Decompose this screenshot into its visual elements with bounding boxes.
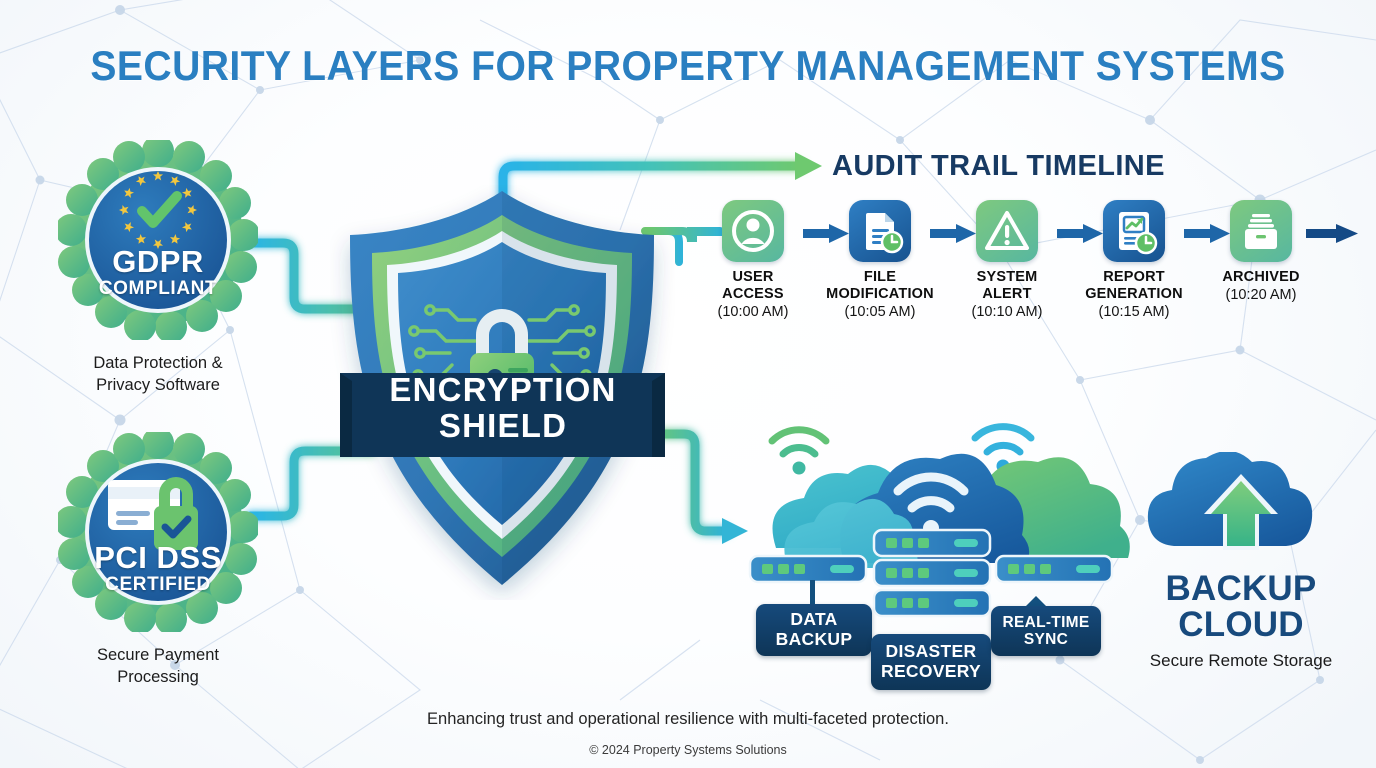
- cloud-upload-icon: [1147, 450, 1313, 550]
- audit-trail-timeline: USER ACCESS (10:00 AM): [706, 200, 1366, 350]
- timeline-step-report-generation[interactable]: REPORT GENERATION (10:15 AM): [1070, 200, 1198, 322]
- badge-pci: PCI DSS CERTIFIED Secure Payment Process…: [42, 427, 274, 688]
- timeline-step-report-generation-label: REPORT GENERATION: [1085, 269, 1183, 303]
- badge-gdpr: GDPR COMPLIANT Data Protection & Privacy…: [42, 135, 274, 396]
- badge-pci-caption: Secure Payment Processing: [42, 644, 274, 688]
- timeline-step-file-modification-time: (10:05 AM): [844, 304, 916, 321]
- chip-real-time-sync[interactable]: REAL-TIME SYNC: [991, 606, 1101, 656]
- badge-pci-caption-line2: Processing: [117, 668, 199, 687]
- audit-trail-heading: AUDIT TRAIL TIMELINE: [832, 150, 1165, 182]
- badge-gdpr-caption: Data Protection & Privacy Software: [42, 352, 274, 396]
- warning-triangle-icon: [976, 200, 1038, 262]
- timeline-step-system-alert[interactable]: SYSTEM ALERT (10:10 AM): [943, 200, 1071, 322]
- eu-stars: [119, 171, 197, 249]
- cloud-infrastructure-group: DATA BACKUP DISASTER RECOVERY REAL-TIME …: [726, 408, 1146, 698]
- timeline-step-user-access-label: USER ACCESS: [722, 269, 784, 303]
- server-rack-center: [872, 528, 992, 618]
- archive-box-icon: [1230, 200, 1292, 262]
- document-clock-icon: [849, 200, 911, 262]
- badge-pci-caption-line1: Secure Payment: [97, 646, 219, 664]
- backup-cloud-subtitle: Secure Remote Storage: [1149, 651, 1333, 671]
- timeline-step-system-alert-time: (10:10 AM): [971, 304, 1043, 321]
- encryption-shield: ENCRYPTION SHIELD: [330, 185, 675, 600]
- tagline: Enhancing trust and operational resilien…: [427, 710, 949, 728]
- badge-gdpr-caption-line1: Data Protection &: [93, 354, 223, 372]
- timeline-step-user-access-time: (10:00 AM): [717, 304, 789, 321]
- timeline-step-system-alert-label: SYSTEM ALERT: [976, 269, 1038, 303]
- timeline-step-report-generation-time: (10:15 AM): [1098, 304, 1170, 321]
- timeline-arrows: [803, 224, 1358, 243]
- cloud-art: [748, 423, 1130, 618]
- badge-gdpr-art: GDPR COMPLIANT: [55, 135, 260, 343]
- page-title: SECURITY LAYERS FOR PROPERTY MANAGEMENT …: [90, 42, 1286, 89]
- server-rack-right: [994, 554, 1114, 584]
- timeline-step-file-modification-label: FILE MODIFICATION: [826, 269, 934, 303]
- wifi-signal-icon-left: [768, 426, 830, 475]
- timeline-step-archived-label: ARCHIVED: [1222, 269, 1300, 285]
- backup-cloud-block: BACKUP CLOUD Secure Remote Storage: [1126, 450, 1356, 671]
- badge-gdpr-caption-line2: Privacy Software: [96, 376, 220, 395]
- lock-check-icon: [154, 477, 198, 550]
- shield-banner-shape: [340, 373, 665, 457]
- timeline-step-user-access[interactable]: USER ACCESS (10:00 AM): [689, 200, 817, 322]
- check-icon: [137, 191, 182, 228]
- user-avatar-icon: [722, 200, 784, 262]
- badge-pci-art: PCI DSS CERTIFIED: [55, 427, 260, 635]
- copyright: © 2024 Property Systems Solutions: [589, 743, 787, 757]
- chip-disaster-recovery[interactable]: DISASTER RECOVERY: [871, 634, 991, 690]
- report-chart-clock-icon: [1103, 200, 1165, 262]
- backup-cloud-title: BACKUP CLOUD: [1165, 569, 1317, 644]
- timeline-step-file-modification[interactable]: FILE MODIFICATION (10:05 AM): [816, 200, 944, 322]
- server-rack-left: [748, 554, 868, 584]
- timeline-step-archived[interactable]: ARCHIVED (10:20 AM): [1197, 200, 1325, 305]
- timeline-step-archived-time: (10:20 AM): [1225, 287, 1297, 304]
- chip-data-backup[interactable]: DATA BACKUP: [756, 604, 872, 656]
